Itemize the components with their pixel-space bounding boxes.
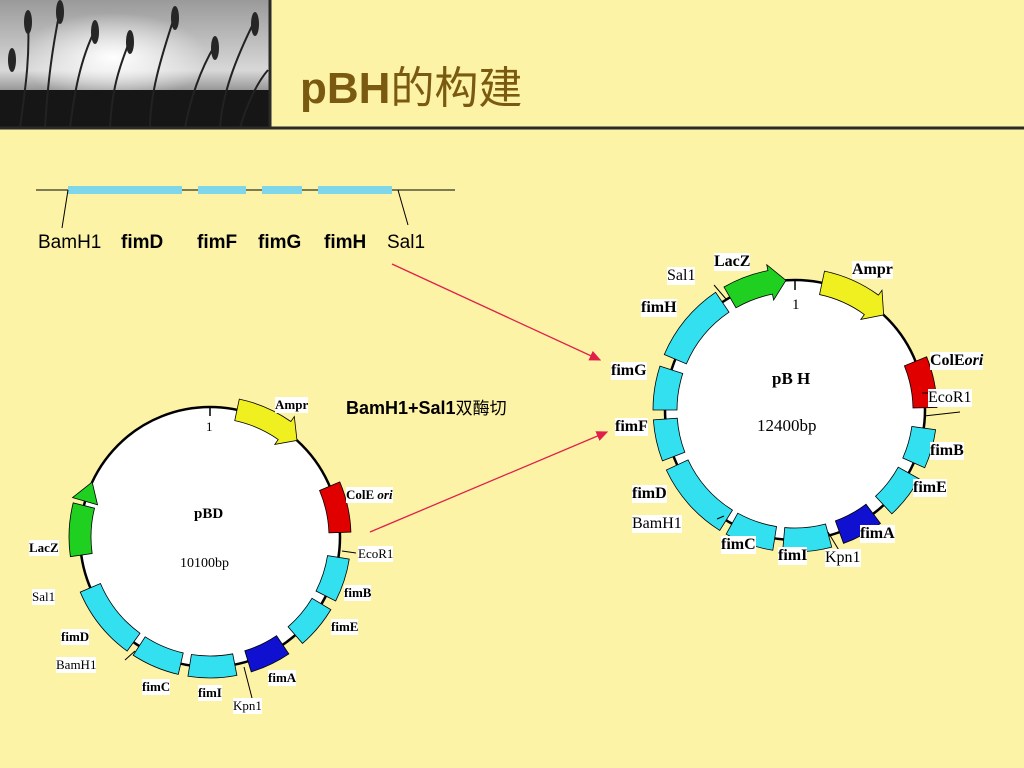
pbh-label-fimc: fimC	[721, 536, 756, 554]
pbh-seg-fimc	[725, 512, 777, 551]
pbd-label-fima: fimA	[268, 670, 297, 686]
pbh-plasmid	[652, 263, 961, 553]
insert-label-row: BamH1	[38, 232, 101, 254]
pbh-seg-ampr	[819, 270, 885, 320]
pbd-name: pBD	[194, 506, 224, 522]
pbh-seg-fimd	[665, 459, 734, 531]
pbh-label-kpn1: Kpn1	[825, 549, 861, 567]
pbd-label-cole: ColE ori	[346, 487, 393, 503]
pbh-label-fime: fimE	[913, 479, 947, 497]
insert-gene-fimg: fimG	[258, 232, 302, 253]
pbd-seg-fimc	[132, 636, 184, 675]
pbd-label-fimi: fimI	[198, 685, 222, 701]
pbd-seg-fima	[244, 635, 290, 673]
insert-sal1: Sal1	[387, 232, 426, 253]
pbh-label-ampr: Ampr	[852, 261, 893, 279]
pbh-label-lacz: LacZ	[714, 253, 751, 271]
pbd-seg-fimd	[79, 582, 141, 652]
pbd-size: 10100bp	[180, 556, 229, 571]
pbh-label-fimf: fimF	[615, 418, 648, 436]
digest-label: BamH1+Sal1双酶切	[346, 398, 507, 419]
pbh-seg-lacz	[723, 263, 787, 309]
pbh-label-bamh1: BamH1	[632, 515, 682, 533]
insert-gene-fimd: fimD	[121, 232, 164, 253]
page-title: pBH的构建	[300, 63, 523, 114]
wheat-photo	[0, 0, 270, 129]
pbh-seg-fimf	[652, 417, 686, 462]
pbh-label-sal1: Sal1	[667, 267, 696, 285]
pbd-label-bamh1: BamH1	[56, 657, 97, 673]
arrow-pbd-to-pbh	[369, 431, 609, 533]
pbh-label-fimh: fimH	[641, 299, 677, 317]
pbd-seg-ampr	[234, 398, 298, 446]
pbh-label-ecor1: EcoR1	[928, 389, 972, 407]
pbd-plasmid	[68, 398, 357, 699]
pbh-label-fimd: fimD	[632, 485, 667, 503]
pbh-size: 12400bp	[757, 416, 817, 435]
pbh-label-fimb: fimB	[930, 442, 964, 460]
pbd-label-fimb: fimB	[344, 585, 372, 601]
pbd-label-lacz: LacZ	[29, 540, 59, 556]
insert-fragment	[36, 186, 455, 229]
pbh-seg-fimg	[652, 365, 684, 411]
pbd-seg-fime	[287, 597, 332, 644]
pbd-label-fimd: fimD	[61, 629, 90, 645]
pbh-label-fimi: fimI	[778, 547, 808, 565]
insert-gene-fimh: fimH	[324, 232, 367, 253]
pbd-origin: 1	[206, 419, 213, 434]
pbd-seg-fimb	[315, 555, 350, 602]
insert-bamh1: BamH1	[38, 232, 102, 253]
arrow-insert-to-pbh	[391, 263, 602, 361]
insert-gene-fimf: fimF	[197, 232, 238, 253]
pbh-seg-fime	[874, 466, 920, 515]
pbd-label-ecor1: EcoR1	[358, 546, 394, 562]
pbh-seg-fimh	[663, 291, 730, 365]
pbh-origin: 1	[792, 297, 800, 313]
pbd-seg-lacz	[68, 502, 96, 558]
pbd-seg-lacz-arrowhead	[71, 481, 99, 506]
pbh-name: pB H	[772, 369, 811, 388]
pbh-seg-fimi	[782, 523, 833, 553]
pbd-label-fimc: fimC	[142, 679, 171, 695]
pbh-label-cole: ColEori	[930, 352, 984, 370]
pbd-label-ampr: Ampr	[275, 397, 309, 413]
pbd-seg-cole	[319, 481, 352, 534]
pbh-label-fima: fimA	[860, 525, 895, 543]
pbd-label-sal1: Sal1	[32, 589, 56, 605]
pbd-label-kpn1: Kpn1	[233, 698, 262, 714]
pbd-label-fime: fimE	[331, 619, 359, 635]
pbh-label-fimg: fimG	[611, 362, 647, 380]
pbd-seg-fimi	[187, 653, 238, 679]
